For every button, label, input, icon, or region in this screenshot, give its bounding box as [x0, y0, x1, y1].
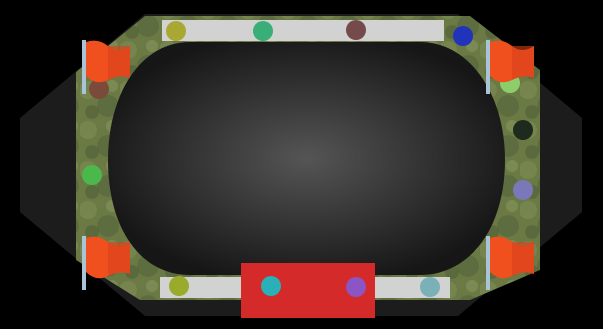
marker-top-4	[453, 26, 473, 46]
marker-left-2	[82, 165, 102, 185]
marker-bottom-2	[261, 276, 281, 296]
marker-right-3	[513, 180, 533, 200]
marker-bottom-3	[346, 277, 366, 297]
marker-top-3	[346, 20, 366, 40]
marker-top-1	[166, 21, 186, 41]
arena-floor	[108, 42, 505, 275]
marker-bottom-1	[169, 276, 189, 296]
marker-bottom-4	[420, 277, 440, 297]
top-track	[162, 20, 444, 41]
marker-top-2	[253, 21, 273, 41]
marker-right-2	[513, 120, 533, 140]
